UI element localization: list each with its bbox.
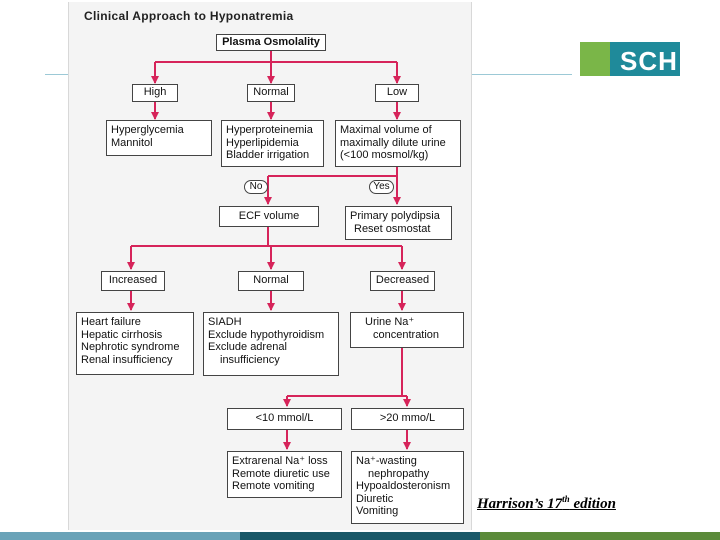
node-ecf-volume: ECF volume <box>219 206 319 227</box>
bottom-bar-light-blue <box>0 532 240 540</box>
node-normal-ecf-causes: SIADH Exclude hypothyroidism Exclude adr… <box>203 312 339 376</box>
node-less-than-10: <10 mmol/L <box>227 408 342 430</box>
branch-yes: Yes <box>369 180 394 194</box>
sch-logo: SCH <box>580 42 680 76</box>
node-normal-osmolality: Normal <box>247 84 295 102</box>
flowchart-title: Clinical Approach to Hyponatremia <box>84 9 294 23</box>
bottom-bar-dark-teal <box>240 532 480 540</box>
bottom-bar-green <box>480 532 720 540</box>
branch-no: No <box>244 180 268 194</box>
node-greater-than-20: >20 mmo/L <box>351 408 464 430</box>
node-high: High <box>132 84 178 102</box>
node-increased: Increased <box>101 271 165 291</box>
logo-green-block <box>580 42 610 76</box>
logo-teal-block <box>610 42 680 76</box>
node-normal-ecf: Normal <box>238 271 304 291</box>
source-caption: Harrison’s 17th edition <box>477 494 616 512</box>
node-less-than-10-causes: Extrarenal Na⁺ loss Remote diuretic use … <box>227 451 342 498</box>
node-greater-than-20-causes: Na⁺-wasting nephropathy Hypoaldosteronis… <box>351 451 464 524</box>
node-low: Low <box>375 84 419 102</box>
node-low-detail: Maximal volume of maximally dilute urine… <box>335 120 461 167</box>
logo-text: SCH <box>620 46 678 76</box>
node-plasma-osmolality: Plasma Osmolality <box>216 34 326 51</box>
node-high-causes: Hyperglycemia Mannitol <box>106 120 212 156</box>
node-increased-causes: Heart failure Hepatic cirrhosis Nephroti… <box>76 312 194 375</box>
node-decreased: Decreased <box>370 271 435 291</box>
node-urine-na: Urine Na⁺ concentration <box>350 312 464 348</box>
node-normal-osmolality-causes: Hyperproteinemia Hyperlipidemia Bladder … <box>221 120 324 167</box>
node-primary-polydipsia: Primary polydipsia Reset osmostat <box>345 206 452 240</box>
